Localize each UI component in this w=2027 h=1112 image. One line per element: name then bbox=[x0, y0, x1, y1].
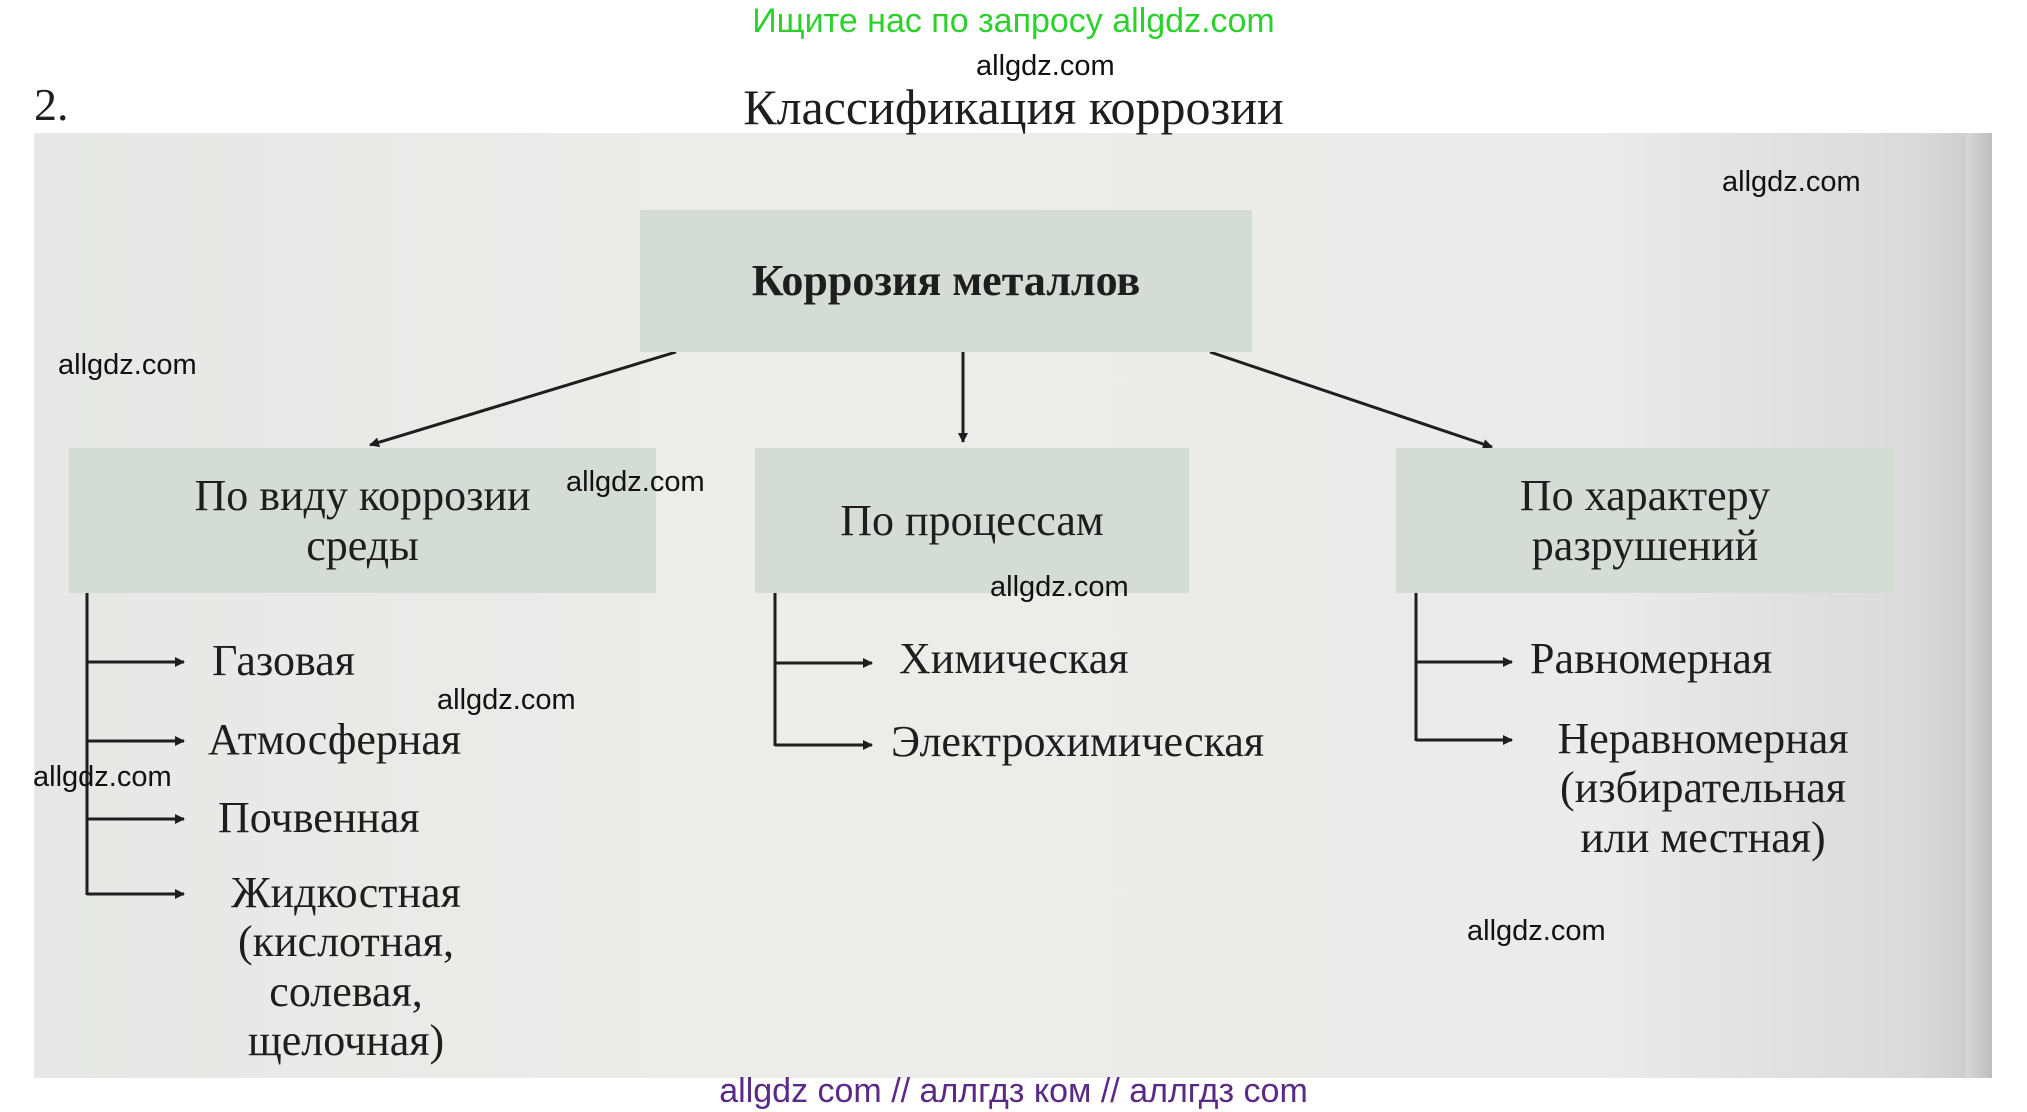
watermark: allgdz.com bbox=[33, 761, 172, 793]
leaf-uniform: Равномерная bbox=[1530, 634, 1773, 683]
task-number: 2. bbox=[34, 79, 69, 130]
leaf-soil: Почвенная bbox=[218, 793, 420, 842]
category-label-line: По характеру bbox=[1519, 471, 1771, 521]
leaf-line: Жидкостная bbox=[231, 868, 461, 917]
leaf-chemical: Химическая bbox=[899, 634, 1129, 683]
leaf-line: или местная) bbox=[1580, 812, 1826, 862]
category-label-line: По виду коррозии bbox=[194, 471, 531, 521]
root-node: Коррозия металлов bbox=[640, 210, 1252, 352]
leaf-line: (кислотная, bbox=[237, 917, 455, 967]
root-node-label: Коррозия металлов bbox=[751, 256, 1141, 306]
edge-root-to-category-3 bbox=[1209, 350, 1493, 449]
category-label-line: среды bbox=[306, 520, 419, 570]
leaf-atmospheric: Атмосферная bbox=[208, 715, 462, 764]
search-banner: Ищите нас по запросу allgdz.com bbox=[752, 2, 1275, 40]
leaf-line: (избирательная bbox=[1560, 763, 1846, 813]
leaf-line: солевая, bbox=[269, 966, 423, 1016]
bottom-banner: allgdz com // аллгдз ком // аллгдз com bbox=[719, 1072, 1308, 1110]
watermark: allgdz.com bbox=[1467, 915, 1606, 947]
watermark: allgdz.com bbox=[976, 50, 1115, 82]
watermark: allgdz.com bbox=[990, 571, 1129, 603]
leaf-line: Неравномерная bbox=[1557, 714, 1849, 763]
watermark: allgdz.com bbox=[437, 684, 576, 716]
edge-root-to-category-1 bbox=[369, 350, 677, 448]
category-node-process: По процессам bbox=[755, 448, 1189, 593]
leaf-nonuniform: Неравномерная (избирательная или местная… bbox=[1516, 714, 1890, 862]
scanned-page-edge bbox=[1966, 133, 1992, 1078]
leaf-electrochemical: Электрохимическая bbox=[891, 717, 1265, 766]
leaf-line: щелочная) bbox=[247, 1015, 445, 1065]
watermark: allgdz.com bbox=[1722, 166, 1861, 198]
diagram-title: Классификация коррозии bbox=[743, 79, 1284, 135]
category-label-line: По процессам bbox=[840, 495, 1104, 545]
leaf-liquid: Жидкостная (кислотная, солевая, щелочная… bbox=[196, 868, 496, 1065]
category-node-damage: По характеру разрушений bbox=[1396, 448, 1894, 593]
leaf-gas: Газовая bbox=[212, 636, 355, 685]
category-node-environment: По виду коррозии среды bbox=[69, 448, 656, 593]
watermark: allgdz.com bbox=[566, 466, 705, 498]
watermark: allgdz.com bbox=[58, 349, 197, 381]
category-label-line: разрушений bbox=[1531, 520, 1759, 570]
